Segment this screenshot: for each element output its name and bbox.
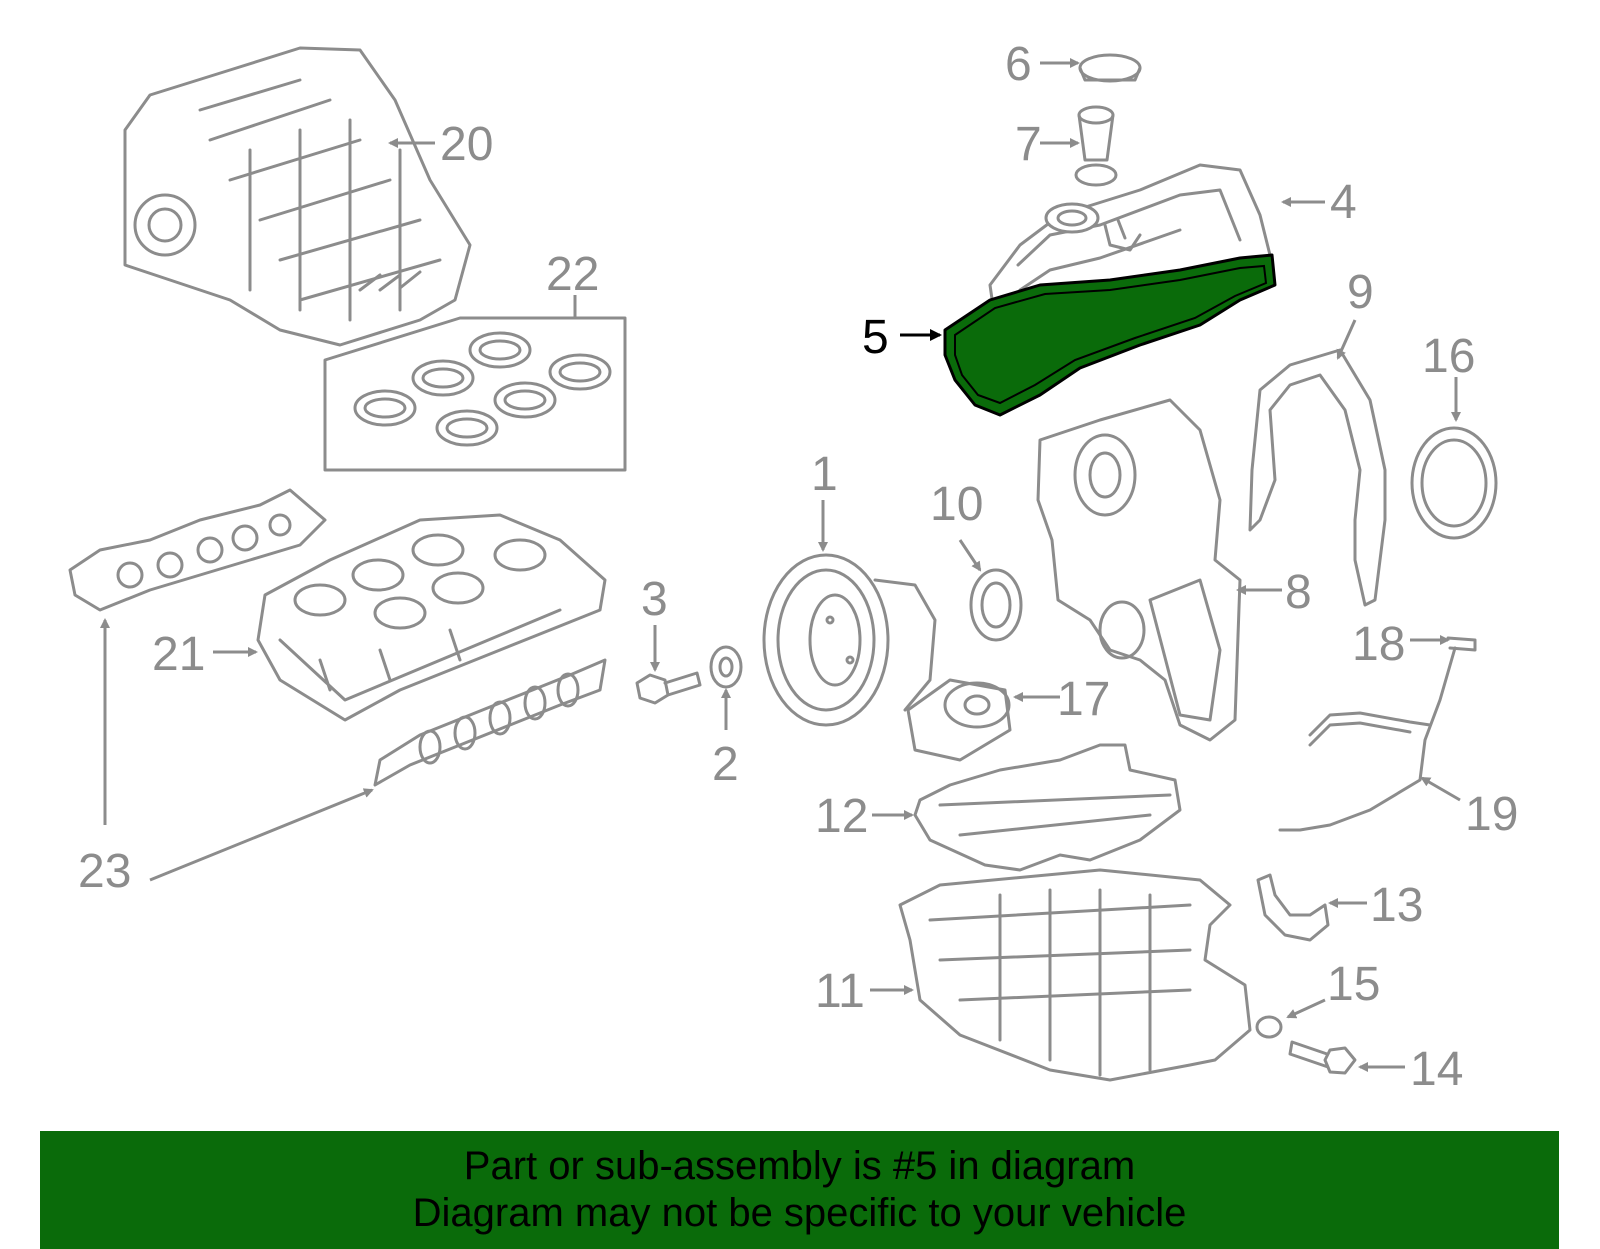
valve-cover-gasket-part: [943, 253, 1277, 417]
oil-filter-part: [906, 678, 1012, 762]
callout-13: 13: [1370, 879, 1423, 932]
banner-line-2: Diagram may not be specific to your vehi…: [412, 1191, 1187, 1235]
oil-filler-part: [1074, 105, 1118, 187]
dipstick-part: [1278, 636, 1477, 832]
rear-main-seal-part: [1410, 426, 1498, 540]
callout-11: 11: [815, 965, 865, 1018]
dipstick-tube-part: [1308, 711, 1432, 747]
callout-17: 17: [1057, 673, 1110, 726]
callout-15: 15: [1327, 958, 1380, 1011]
bolt-part-3: [635, 671, 702, 705]
oil-cap-part: [1078, 53, 1142, 83]
callout-2: 2: [712, 738, 739, 791]
callout-8: 8: [1285, 566, 1312, 619]
manifold-gasket-lower-part: [373, 658, 607, 787]
crankshaft-pulley-part: [762, 553, 937, 727]
callout-23: 23: [78, 845, 131, 898]
callout-14: 14: [1410, 1043, 1463, 1096]
callout-7: 7: [1015, 118, 1042, 171]
callout-10: 10: [930, 478, 983, 531]
callout-3: 3: [641, 573, 668, 626]
callout-9: 9: [1347, 266, 1374, 319]
upper-intake-manifold-part: [123, 46, 472, 347]
callout-18: 18: [1352, 618, 1405, 671]
callout-6: 6: [1005, 38, 1032, 91]
timing-cover-part: [1036, 398, 1242, 742]
callout-21: 21: [152, 628, 205, 681]
drain-washer-part: [1255, 1015, 1283, 1039]
callout-20: 20: [440, 118, 493, 171]
cover-gasket-part: [1248, 348, 1387, 607]
front-seal-part: [969, 568, 1023, 642]
callout-1: 1: [811, 448, 838, 501]
intake-gasket-set-part: [323, 316, 627, 472]
callout-16: 16: [1422, 330, 1475, 383]
drain-plug-part: [1288, 1040, 1357, 1075]
info-banner: Part or sub-assembly is #5 in diagram Di…: [40, 1131, 1559, 1249]
callouts: 1 2 3 4 5 6 7 8 9 10 11 12 13 14 15 16 1…: [78, 38, 1518, 1096]
washer-part-2: [709, 645, 743, 689]
callout-5: 5: [862, 311, 889, 364]
oil-baffle-part: [913, 743, 1182, 872]
manifold-gasket-upper-part: [68, 488, 327, 612]
callout-4: 4: [1330, 176, 1357, 229]
banner-line-1: Part or sub-assembly is #5 in diagram: [463, 1144, 1136, 1188]
callout-19: 19: [1465, 788, 1518, 841]
oil-pan-part: [898, 868, 1252, 1082]
lower-intake-manifold-part: [256, 513, 607, 722]
callout-12: 12: [815, 790, 868, 843]
bearing-part: [1256, 873, 1330, 942]
leader-lines: [100, 58, 1461, 1072]
callout-22: 22: [546, 248, 599, 301]
